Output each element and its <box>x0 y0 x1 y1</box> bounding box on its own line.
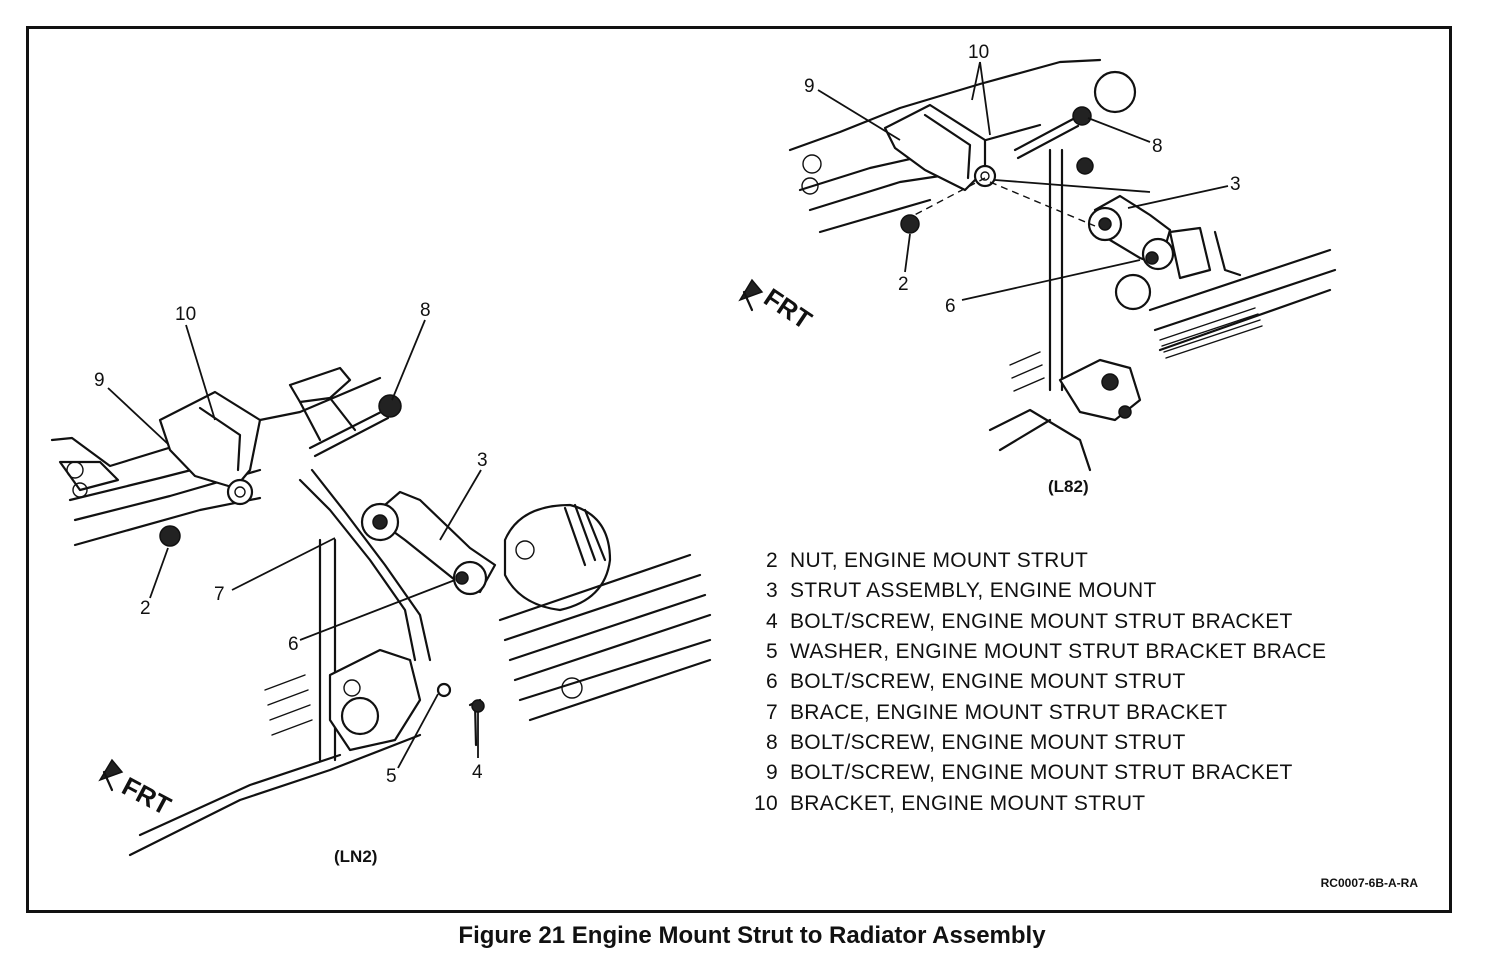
legend-number: 9 <box>766 761 778 785</box>
legend-number: 10 <box>754 791 778 815</box>
callout-left-8: 8 <box>420 300 431 321</box>
left-view-artwork <box>50 319 712 857</box>
legend-description: NUT, ENGINE MOUNT STRUT <box>790 549 1089 573</box>
legend-row: 9 BOLT/SCREW, ENGINE MOUNT STRUT BRACKET <box>752 758 1412 788</box>
legend-number: 2 <box>766 549 778 573</box>
legend-description: BOLT/SCREW, ENGINE MOUNT STRUT BRACKET <box>790 609 1293 633</box>
callout-right-6: 6 <box>945 296 956 317</box>
legend-row: 4 BOLT/SCREW, ENGINE MOUNT STRUT BRACKET <box>752 607 1412 637</box>
callout-left-4: 4 <box>472 762 483 783</box>
frt-label-left: FRT <box>117 771 176 821</box>
legend-description: BRACKET, ENGINE MOUNT STRUT <box>790 791 1146 815</box>
legend-row: 5 WASHER, ENGINE MOUNT STRUT BRACKET BRAC… <box>752 637 1412 667</box>
callout-right-8: 8 <box>1152 136 1163 157</box>
legend-description: BOLT/SCREW, ENGINE MOUNT STRUT BRACKET <box>790 761 1293 785</box>
callout-left-6: 6 <box>288 634 299 655</box>
callout-left-5: 5 <box>386 766 397 787</box>
callout-left-9: 9 <box>94 370 105 391</box>
legend-number: 6 <box>766 670 778 694</box>
callout-left-10: 10 <box>175 304 196 325</box>
legend-row: 7 BRACE, ENGINE MOUNT STRUT BRACKET <box>752 697 1412 727</box>
figure-caption: Figure 21 Engine Mount Strut to Radiator… <box>458 922 1046 949</box>
callout-left-3: 3 <box>477 450 488 471</box>
callout-right-10: 10 <box>968 42 989 63</box>
parts-legend: 2 NUT, ENGINE MOUNT STRUT 3 STRUT ASSEMBLY… <box>752 546 1412 819</box>
callout-right-3: 3 <box>1230 174 1241 195</box>
legend-row: 3 STRUT ASSEMBLY, ENGINE MOUNT <box>752 576 1412 606</box>
legend-description: WASHER, ENGINE MOUNT STRUT BRACKET BRACE <box>790 640 1327 664</box>
reference-code: RC0007-6B-A-RA <box>1320 876 1418 890</box>
legend-number: 5 <box>766 640 778 664</box>
view-label-l82: (L82) <box>1048 477 1089 496</box>
legend-number: 7 <box>766 700 778 724</box>
legend-number: 4 <box>766 609 778 633</box>
legend-row: 2 NUT, ENGINE MOUNT STRUT <box>752 546 1412 576</box>
legend-description: STRUT ASSEMBLY, ENGINE MOUNT <box>790 579 1157 603</box>
callout-right-9: 9 <box>804 76 815 97</box>
legend-description: BRACE, ENGINE MOUNT STRUT BRACKET <box>790 700 1228 724</box>
legend-row: 6 BOLT/SCREW, ENGINE MOUNT STRUT <box>752 667 1412 697</box>
callout-left-2: 2 <box>140 598 151 619</box>
legend-description: BOLT/SCREW, ENGINE MOUNT STRUT <box>790 730 1186 754</box>
legend-number: 3 <box>766 579 778 603</box>
callout-right-2: 2 <box>898 274 909 295</box>
legend-number: 8 <box>766 730 778 754</box>
legend-row: 8 BOLT/SCREW, ENGINE MOUNT STRUT <box>752 728 1412 758</box>
frt-label-right: FRT <box>759 282 818 335</box>
legend-row: 10 BRACKET, ENGINE MOUNT STRUT <box>752 788 1412 818</box>
right-view-artwork <box>738 58 1337 472</box>
view-label-ln2: (LN2) <box>334 847 377 866</box>
legend-description: BOLT/SCREW, ENGINE MOUNT STRUT <box>790 670 1186 694</box>
callout-left-7: 7 <box>214 584 225 605</box>
figure-frame <box>26 26 1452 913</box>
